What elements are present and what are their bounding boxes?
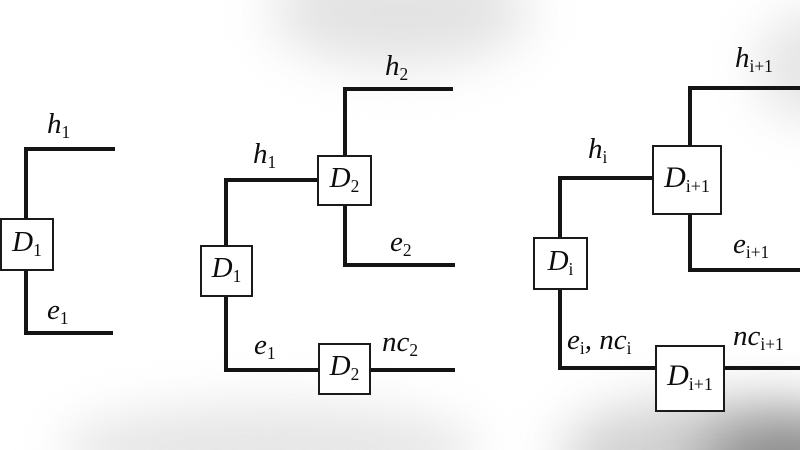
comma-separator: ,	[584, 324, 600, 356]
signal-label-h2-panel2: h2	[385, 50, 409, 84]
signal-label-h1-panel1: h1	[47, 108, 71, 142]
wire-p1-h1	[24, 147, 115, 219]
wire-p3-hi	[558, 176, 654, 238]
signal-label-hi1-panel3: hi+1	[735, 42, 773, 76]
wire-p2-e1	[224, 296, 320, 372]
block-di-panel3[interactable]: Di	[533, 237, 588, 290]
block-label: Di+1	[667, 359, 713, 395]
wire-p2-h1	[224, 178, 319, 246]
signal-label-ei1-panel3: ei+1	[733, 228, 770, 262]
block-d1-panel2[interactable]: D1	[200, 245, 253, 297]
block-di1-bottom-panel3[interactable]: Di+1	[655, 345, 725, 412]
block-label: D2	[329, 161, 360, 196]
block-d2-top-panel2[interactable]: D2	[317, 155, 372, 206]
signal-label-e2-panel2: e2	[390, 226, 412, 260]
wire-p3-ei-nci	[558, 289, 657, 370]
signal-label-e1-panel2: e1	[254, 329, 276, 363]
signal-label-nc2-panel2: nc2	[382, 326, 419, 360]
block-label: Di+1	[664, 160, 710, 197]
block-label: Di	[547, 244, 574, 279]
block-d1-panel1[interactable]: D1	[0, 218, 54, 271]
block-label: D1	[211, 252, 242, 287]
signal-label-hi-panel3: hi	[588, 133, 608, 167]
wire-p3-ei1	[688, 214, 800, 272]
wire-p3-hi1	[688, 86, 800, 146]
block-d2-bottom-panel2[interactable]: D2	[318, 343, 371, 395]
signal-label-ei-nci-panel3: ei, nci	[567, 324, 632, 358]
signal-label-e1-panel1: e1	[47, 294, 69, 328]
block-label: D1	[12, 225, 42, 260]
wire-p2-h2	[343, 87, 453, 156]
wire-p2-e2	[343, 204, 455, 267]
block-di1-top-panel3[interactable]: Di+1	[652, 145, 722, 215]
block-label: D2	[329, 350, 360, 385]
signal-label-h1-panel2: h1	[253, 138, 277, 172]
wire-p1-e1	[24, 270, 113, 335]
signal-label-nci1-panel3: nci+1	[733, 320, 784, 354]
